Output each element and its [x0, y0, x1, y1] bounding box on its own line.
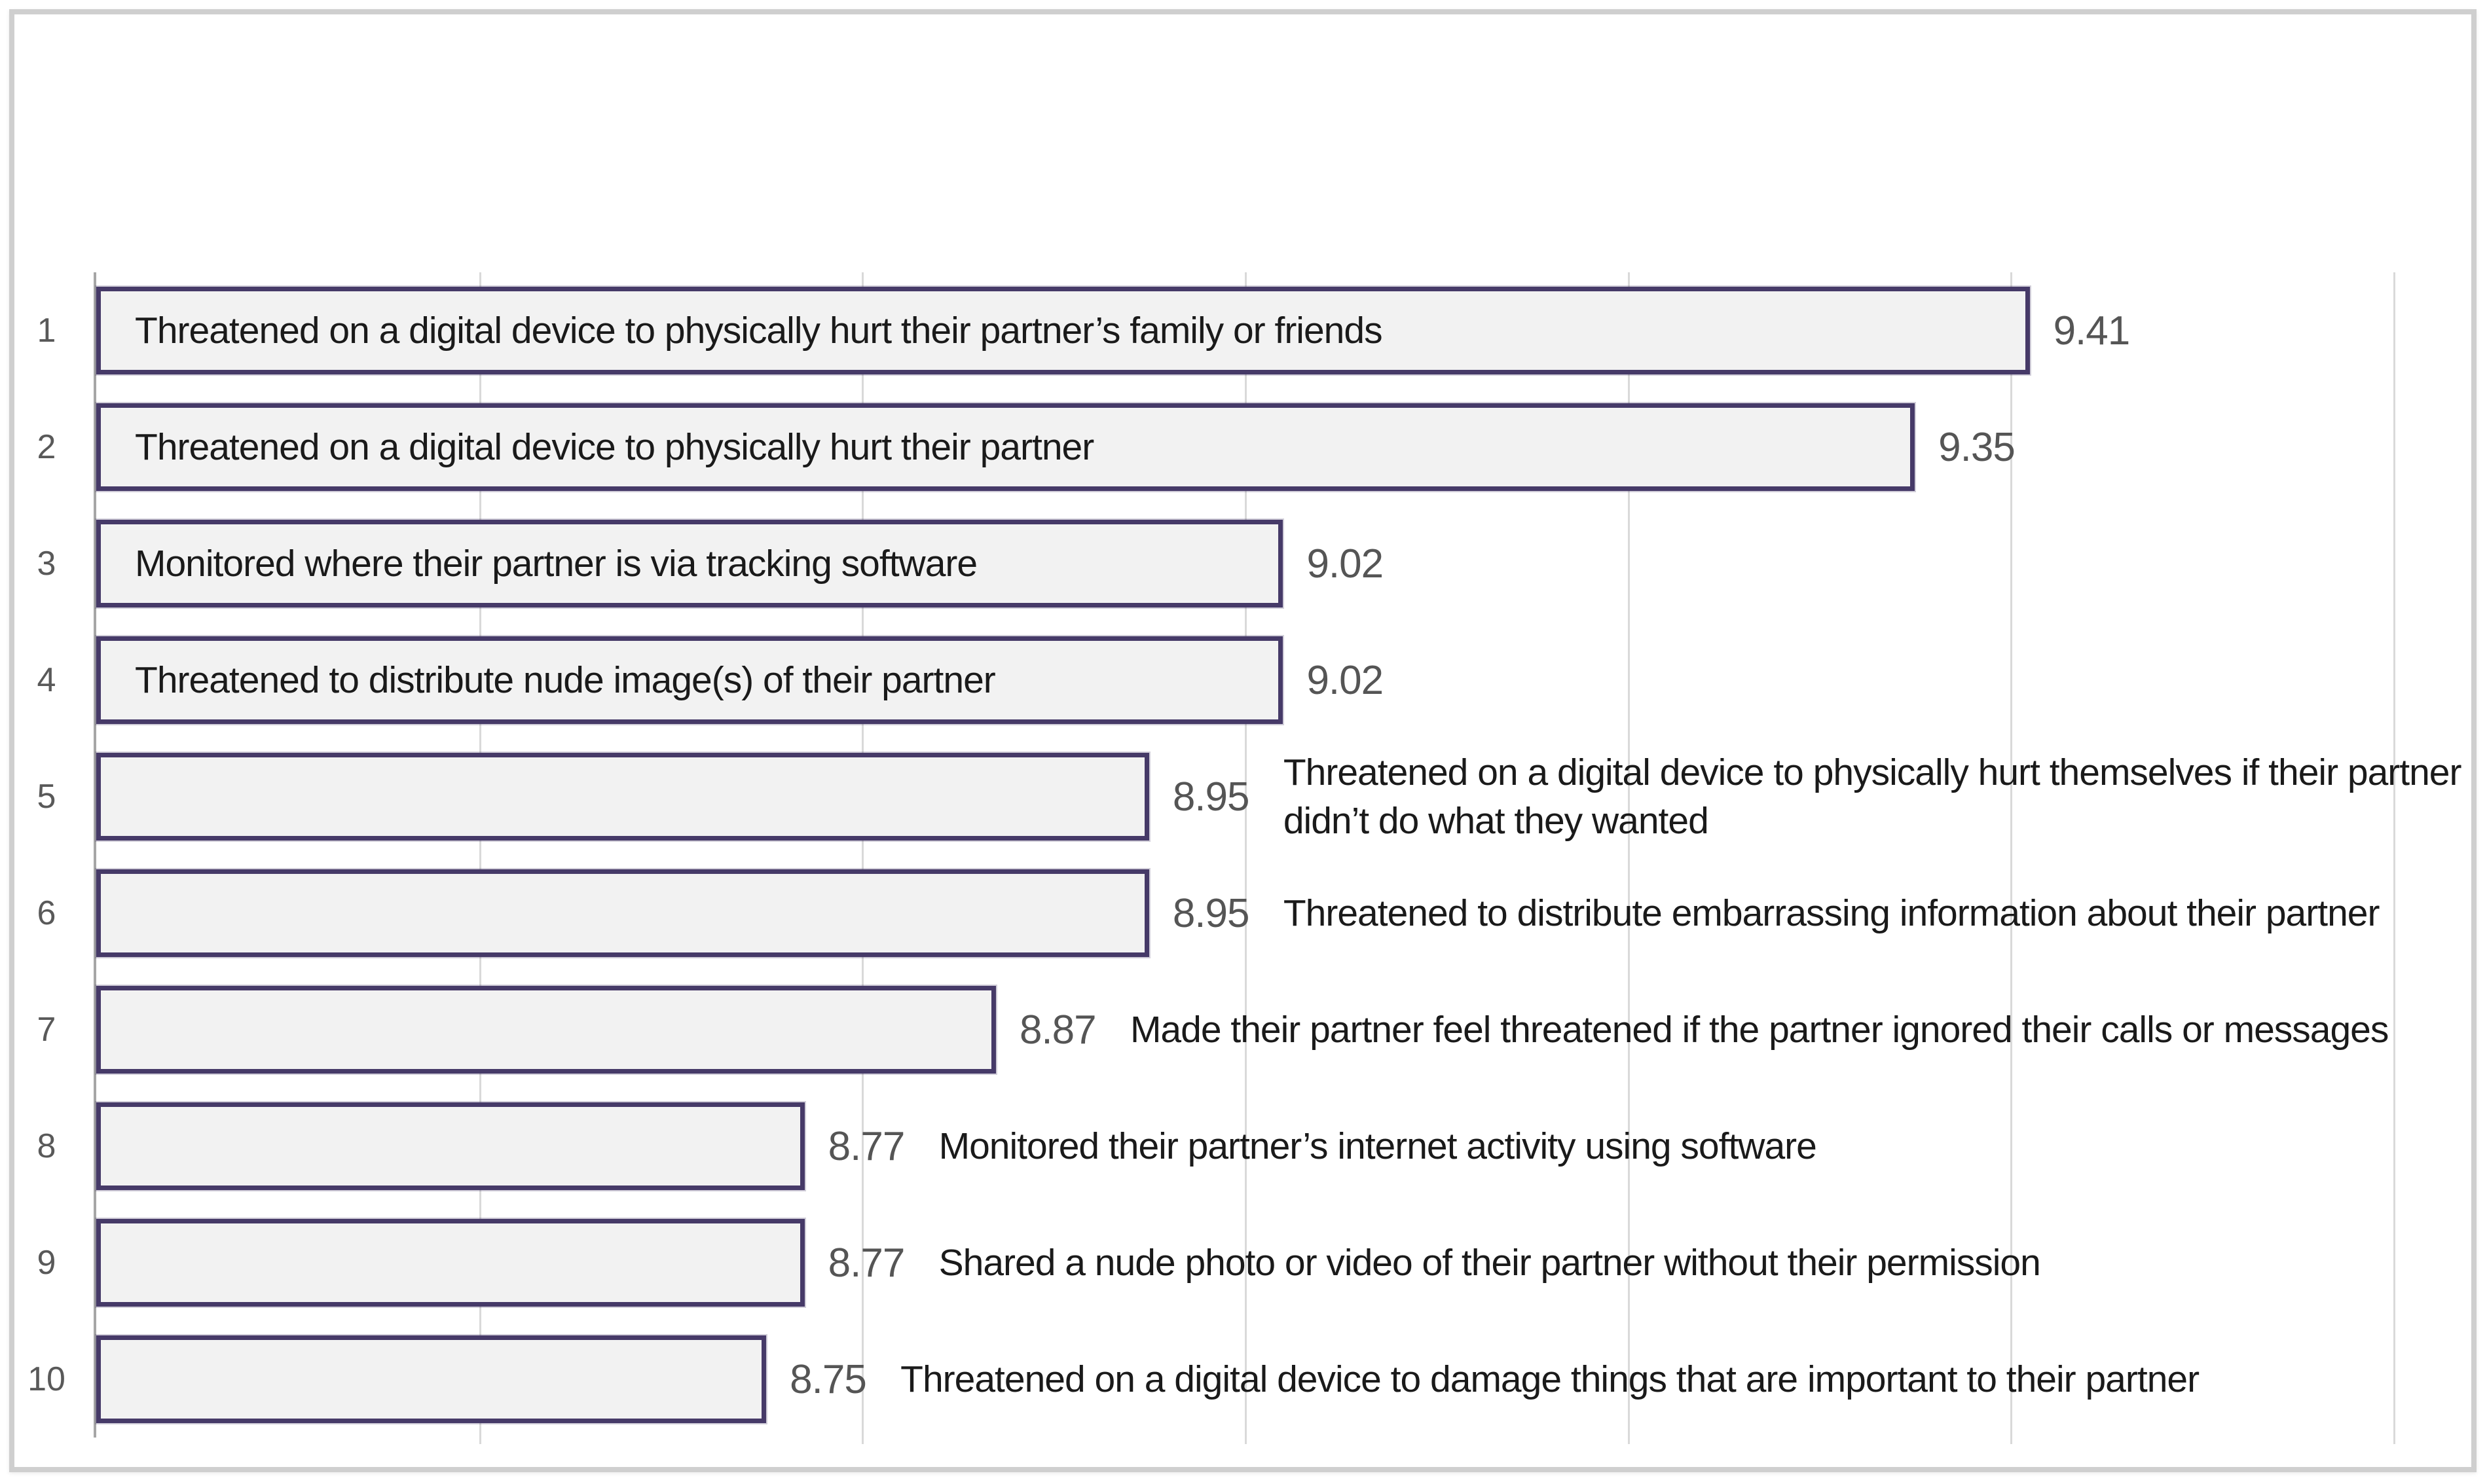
- bar: [96, 1219, 805, 1307]
- category-label: Threatened on a digital device to physic…: [135, 310, 1383, 352]
- gridline: [2393, 272, 2395, 1444]
- category-label: Threatened on a digital device to physic…: [135, 426, 1094, 468]
- bar-row: 10 8.75 Threatened on a digital device to …: [28, 1321, 2393, 1438]
- category-label: Monitored their partner’s internet activ…: [938, 1125, 1817, 1167]
- value-label: 8.75: [790, 1356, 867, 1402]
- bar: Threatened on a digital device to physic…: [96, 287, 2030, 374]
- gridline: [2010, 272, 2013, 1444]
- rank-label: 1: [37, 312, 56, 350]
- value-label: 9.02: [1306, 657, 1384, 703]
- rank-label: 4: [37, 661, 56, 699]
- rank-label: 2: [37, 428, 56, 466]
- bar: [96, 986, 996, 1074]
- value-label: 8.87: [1019, 1007, 1097, 1053]
- bar-row: 6 8.95 Threatened to distribute embarrassi…: [37, 855, 2393, 971]
- gridlines: [96, 272, 2395, 1444]
- bar-row: 4 Threatened to distribute nude image(s) …: [37, 622, 2393, 738]
- bar-row: 3 Monitored where their partner is via tr…: [37, 505, 2393, 622]
- bar: Threatened on a digital device to physic…: [96, 403, 1915, 491]
- rank-label: 6: [37, 894, 56, 932]
- value-label: 8.77: [828, 1123, 906, 1169]
- rank-label: 9: [37, 1244, 56, 1282]
- value-label: 8.95: [1172, 774, 1250, 820]
- bar: [96, 753, 1149, 841]
- bar: [96, 869, 1149, 957]
- bar-row: 1 Threatened on a digital device to physi…: [37, 272, 2393, 389]
- category-label: Made their partner feel threatened if th…: [1130, 1008, 2389, 1051]
- bar-row: 8 8.77 Monitored their partner’s internet …: [37, 1088, 2393, 1204]
- category-label: Threatened on a digital device to damage…: [900, 1358, 2200, 1400]
- rank-label: 8: [37, 1127, 56, 1165]
- bar: Monitored where their partner is via tra…: [96, 520, 1283, 607]
- rank-label: 7: [37, 1011, 56, 1049]
- value-label: 9.41: [2053, 308, 2131, 353]
- category-label: Shared a nude photo or video of their pa…: [938, 1241, 2041, 1284]
- category-label: Threatened on a digital device to physic…: [1283, 751, 2462, 842]
- gridline: [862, 272, 864, 1444]
- category-label: Monitored where their partner is via tra…: [135, 543, 978, 585]
- bar: Threatened to distribute nude image(s) o…: [96, 636, 1283, 724]
- bar-row: 9 8.77 Shared a nude photo or video of the…: [37, 1204, 2393, 1321]
- value-label: 9.02: [1306, 541, 1384, 587]
- category-label: Threatened to distribute embarrassing in…: [1283, 892, 2380, 934]
- value-label: 8.95: [1172, 890, 1250, 936]
- bar-row: 7 8.87 Made their partner feel threatened …: [37, 971, 2393, 1088]
- value-label: 9.35: [1938, 424, 2016, 470]
- rank-label: 5: [37, 778, 56, 816]
- value-label: 8.77: [828, 1240, 906, 1286]
- bar-row: 2 Threatened on a digital device to physi…: [37, 389, 2393, 505]
- gridline: [479, 272, 481, 1444]
- category-label: Threatened to distribute nude image(s) o…: [135, 659, 996, 701]
- bar: [96, 1102, 805, 1190]
- bar-row: 5 8.95 Threatened on a digital device to p…: [37, 738, 2462, 855]
- rank-label: 3: [37, 545, 56, 583]
- bar: [96, 1335, 767, 1423]
- rank-label: 10: [28, 1360, 65, 1398]
- gridline: [1245, 272, 1247, 1444]
- gridline: [1627, 272, 1630, 1444]
